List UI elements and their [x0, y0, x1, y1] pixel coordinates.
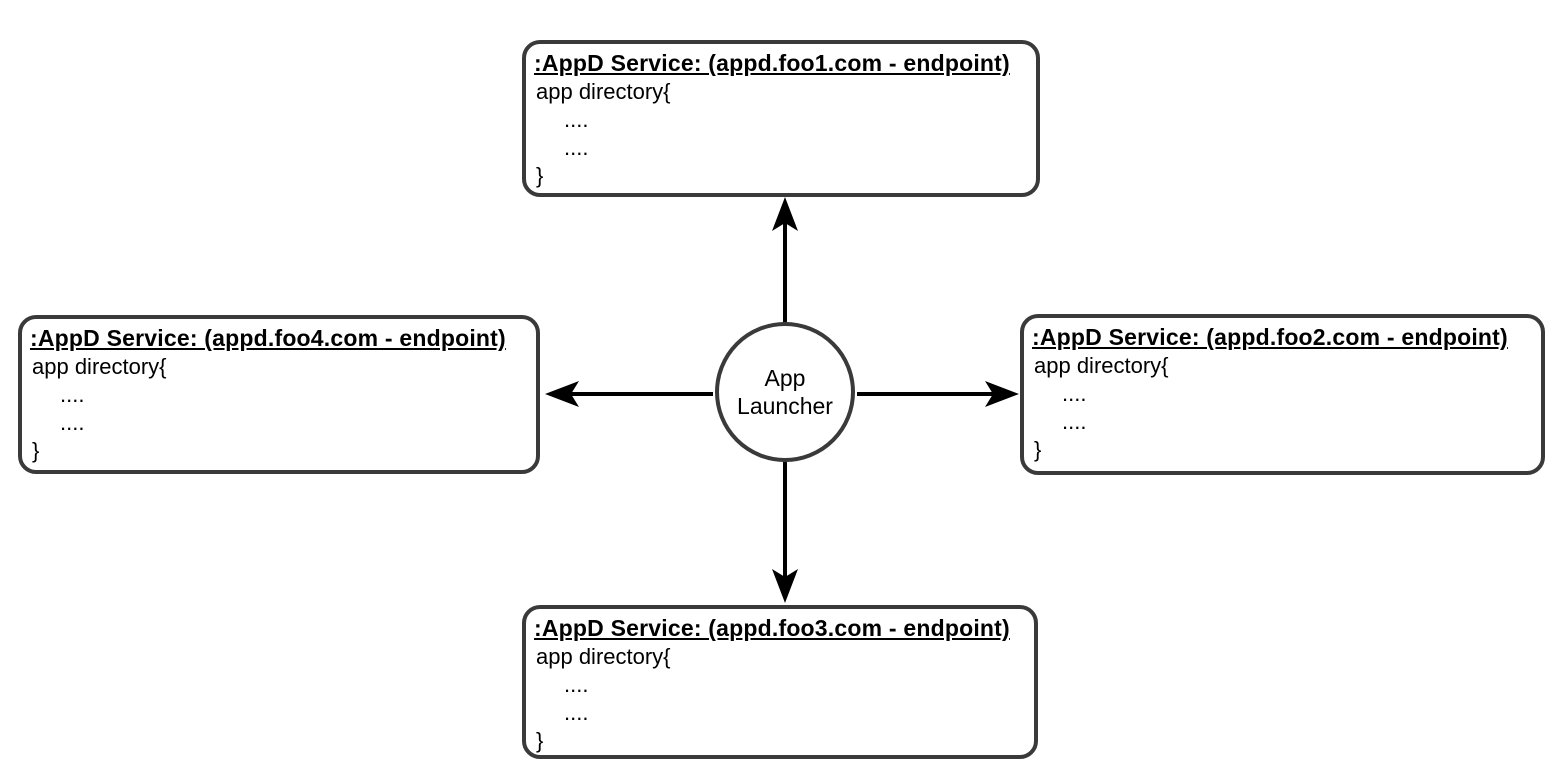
node-body-line: }: [32, 438, 40, 463]
arrow-center-to-bottom: [772, 459, 798, 603]
node-body-line: app directory{: [1034, 353, 1169, 378]
node-title: :AppD Service: (appd.foo2.com - endpoint…: [1032, 324, 1508, 350]
node-app-launcher: App Launcher: [715, 322, 855, 462]
node-appd-service-foo2: :AppD Service: (appd.foo2.com - endpoint…: [1020, 314, 1545, 475]
arrow-center-to-left: [545, 381, 713, 407]
arrow-center-to-top: [772, 197, 798, 325]
node-title: :AppD Service: (appd.foo4.com - endpoint…: [30, 325, 506, 351]
arrow-center-to-right: [857, 381, 1019, 407]
node-body-line: ....: [564, 135, 589, 160]
node-body-line: ....: [60, 382, 85, 407]
node-body-line: }: [536, 728, 544, 753]
node-title: :AppD Service: (appd.foo3.com - endpoint…: [534, 615, 1010, 641]
app-launcher-label-line2: Launcher: [737, 393, 833, 419]
node-body-line: ....: [564, 107, 589, 132]
node-body-line: app directory{: [536, 79, 671, 104]
node-title: :AppD Service: (appd.foo1.com - endpoint…: [534, 50, 1010, 76]
node-body-line: ....: [564, 672, 589, 697]
node-appd-service-foo3: :AppD Service: (appd.foo3.com - endpoint…: [522, 605, 1038, 759]
app-launcher-label-line1: App: [764, 365, 806, 391]
node-body-line: app directory{: [536, 644, 671, 669]
node-body-line: ....: [1062, 409, 1087, 434]
node-body-line: ....: [1062, 381, 1087, 406]
node-body-line: ....: [564, 700, 589, 725]
node-body-line: app directory{: [32, 354, 167, 379]
node-body-line: }: [1034, 437, 1042, 462]
node-appd-service-foo1: :AppD Service: (appd.foo1.com - endpoint…: [522, 40, 1040, 197]
node-body-line: ....: [60, 410, 85, 435]
node-body-line: }: [536, 163, 544, 188]
node-appd-service-foo4: :AppD Service: (appd.foo4.com - endpoint…: [18, 315, 540, 474]
